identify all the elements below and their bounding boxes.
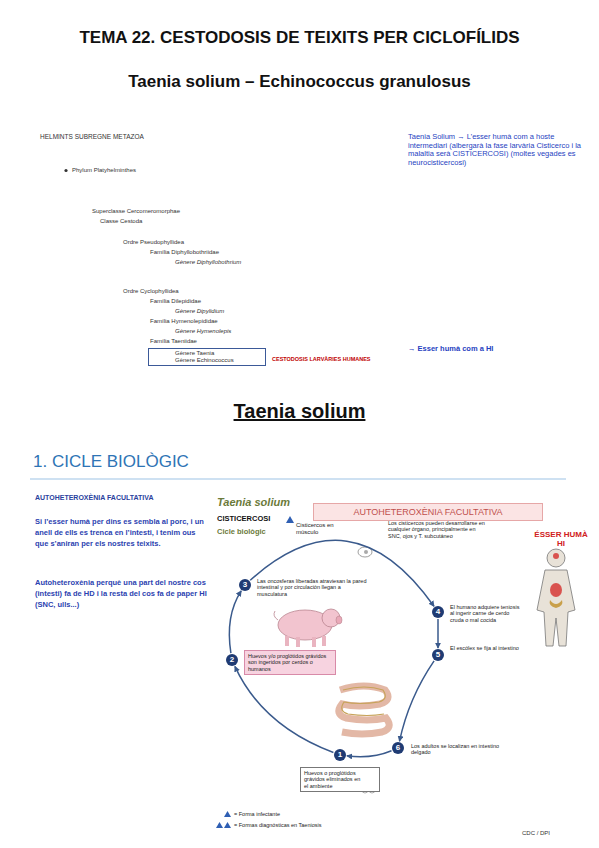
- section-heading: Taenia solium: [0, 400, 599, 423]
- taxon-label: Família Diphyllobothriidae: [150, 249, 300, 256]
- taxon-label: Família Hymenolepididae: [150, 318, 300, 325]
- callout-number: 1: [334, 749, 346, 761]
- stage-label: El humano adquiere teniosis al ingerir c…: [450, 604, 520, 623]
- cycle-arrow: [229, 591, 241, 653]
- stage-label: Cisticercos en músculo: [296, 522, 356, 536]
- legend-text: = Formas diagnósticas en Taeniosis: [234, 822, 434, 828]
- heading-rule: [30, 478, 566, 479]
- callout-number: 3: [239, 579, 251, 591]
- human-figure: [537, 549, 575, 646]
- title-band: AUTOHETEROXÈNIA FACULTATIVA: [313, 503, 543, 521]
- node-text: Gènere Echinococcus: [175, 357, 263, 364]
- pig-figure: [274, 609, 342, 647]
- node-text: Huevos o proglótidos grávidos eliminados…: [304, 770, 365, 789]
- stage-label: Los cisticercos pueden desarrollarse en …: [388, 520, 488, 539]
- legend-symbol: [216, 811, 231, 828]
- node-text: AUTOHETEROXÈNIA FACULTATIVA: [317, 507, 539, 517]
- bullet: [64, 169, 67, 172]
- stage-box: Huevos y/o proglótidos grávidos son inge…: [244, 650, 336, 675]
- intestine-figure: [339, 686, 389, 734]
- blue-note: → Esser humà com a HI: [408, 345, 568, 354]
- taxon-label: Superclasse Cercomeromorphae: [92, 208, 242, 215]
- cycle-arrow: [400, 661, 435, 741]
- section-heading: 1. CICLE BIOLÒGIC: [33, 452, 333, 472]
- subtitle: Taenia solium – Echinococcus granulosus: [0, 72, 599, 92]
- cycle-arrow: [437, 619, 439, 648]
- taxon-label: Gènere Dipylidium: [175, 308, 325, 315]
- blue-note: Taenia Solium → L’esser humà com a hoste…: [408, 133, 586, 168]
- taxon-label: Classe Cestoda: [100, 218, 250, 225]
- taxon-label: Família Taeniidae: [150, 338, 300, 345]
- cycle-arrow: [347, 751, 392, 757]
- source-credit: CDC / DPI: [522, 830, 584, 837]
- side-heading: AUTOHETEROXÈNIA FACULTATIVA: [35, 494, 210, 502]
- cycle-arrow: [250, 540, 434, 606]
- taxon-label: Gènere Hymenolepis: [175, 328, 325, 335]
- cycle-arrow: [235, 666, 334, 752]
- node-text: Huevos y/o proglótidos grávidos son inge…: [248, 653, 332, 672]
- stage-label: Las oncosferas liberadas atraviesan la p…: [257, 578, 367, 597]
- callout-number: 4: [432, 606, 444, 618]
- page-title: TEMA 22. CESTODOSIS DE TEIXITS PER CICLO…: [0, 28, 599, 48]
- side-note: Si l’esser humà per dins es sembla al po…: [35, 517, 207, 550]
- side-note: Autoheteroxènia perquè una part del nost…: [35, 578, 207, 611]
- step-number-circle: 4: [432, 606, 444, 618]
- stage-label: El escólex se fija al intestino: [450, 645, 520, 651]
- callout-number: 5: [432, 649, 444, 661]
- figure-title: Taenia solium: [217, 496, 309, 509]
- figure-subtitle: Cicle biològic: [217, 528, 297, 537]
- taxon-label: Gènere Diphyllobothrium: [175, 259, 325, 266]
- callout-number: 2: [226, 654, 238, 666]
- taxon-label: Phylum Platyhelminthes: [72, 167, 222, 174]
- step-number-circle: 3: [239, 579, 251, 591]
- taxon-label: Ordre Cyclophyllidea: [123, 288, 273, 295]
- host-label: ÉSSER HUMÀ HI: [530, 530, 592, 548]
- taxon-label: Família Dilepididae: [150, 298, 300, 305]
- legend-text: = Forma infectante: [234, 811, 434, 817]
- red-note: CESTODOSIS LARVÀRIES HUMANES: [272, 356, 404, 362]
- step-number-circle: 6: [392, 742, 404, 754]
- figure-subtitle: CISTICERCOSI: [217, 515, 297, 524]
- step-number-circle: 2: [226, 654, 238, 666]
- node-text: Gènere Taenia: [175, 350, 263, 357]
- taxon-label: Ordre Pseudophyllidea: [123, 239, 273, 246]
- step-number-circle: 1: [334, 749, 346, 761]
- step-number-circle: 5: [432, 649, 444, 661]
- callout-number: 6: [392, 742, 404, 754]
- taxon-box: Gènere TaeniaGènere Echinococcus: [148, 348, 266, 366]
- stage-box: Huevos o proglótidos grávidos eliminados…: [300, 767, 380, 792]
- stage-label: Los adultos se localizan en intestino de…: [411, 743, 503, 756]
- taxon-label: HELMINTS SUBREGNE METAZOA: [40, 133, 240, 140]
- cysticercus-figure: [286, 516, 372, 557]
